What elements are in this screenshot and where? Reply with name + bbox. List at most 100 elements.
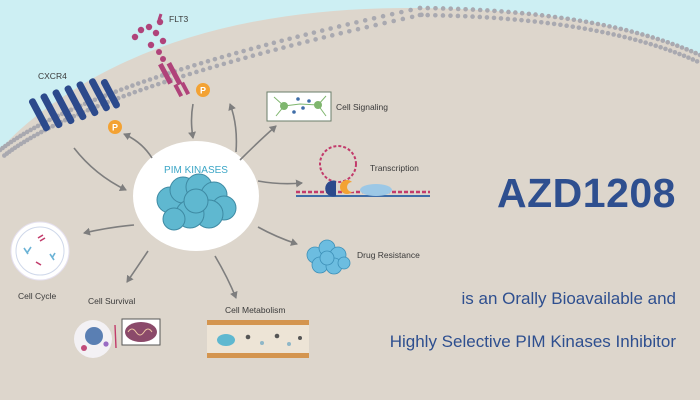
membrane-bead <box>519 10 525 16</box>
phospho-cxcr4-icon: P <box>108 120 122 134</box>
membrane-bead <box>564 23 569 29</box>
membrane-bead <box>658 44 663 50</box>
membrane-bead <box>640 32 645 37</box>
membrane-bead <box>382 20 387 26</box>
membrane-bead <box>248 46 254 52</box>
cell-metabolism-icon <box>207 320 309 358</box>
membrane-bead <box>533 12 538 17</box>
membrane-bead <box>250 53 256 59</box>
membrane-bead <box>113 89 119 94</box>
pim-kinases-node: PIM KINASES <box>133 141 259 251</box>
membrane-bead <box>256 44 261 50</box>
membrane-bead <box>303 32 309 37</box>
membrane-bead <box>336 24 342 29</box>
membrane-bead <box>616 33 622 39</box>
membrane-bead <box>667 48 673 53</box>
membrane-bead <box>281 45 286 50</box>
membrane-bead <box>24 137 30 143</box>
membrane-bead <box>263 42 269 48</box>
membrane-bead <box>559 15 564 21</box>
membrane-bead <box>408 7 413 13</box>
membrane-bead <box>132 89 138 95</box>
membrane-bead <box>612 25 618 30</box>
membrane-bead <box>643 40 648 45</box>
arrow-to-drug-resistance <box>257 226 298 246</box>
svg-text:P: P <box>112 123 118 133</box>
membrane-bead <box>595 21 601 27</box>
membrane-bead <box>576 25 582 30</box>
membrane-bead <box>311 30 317 35</box>
membrane-bead <box>235 57 241 63</box>
membrane-bead <box>648 41 654 47</box>
membrane-bead <box>448 13 453 18</box>
extracellular-space <box>0 0 700 150</box>
membrane-bead <box>50 123 56 129</box>
cell-survival-icon <box>74 318 161 358</box>
membrane-bead <box>463 6 468 12</box>
svg-text:P: P <box>200 86 206 96</box>
membrane-bead <box>638 38 643 44</box>
membrane-bead <box>470 14 475 19</box>
membrane-bead <box>364 24 370 30</box>
membrane-bead <box>588 27 594 33</box>
membrane-bead <box>645 33 650 39</box>
membrane-bead <box>329 33 335 38</box>
membrane-bead <box>192 62 197 68</box>
membrane-bead <box>279 38 284 44</box>
membrane-bead <box>28 127 33 133</box>
membrane-bead <box>672 49 678 55</box>
membrane-bead <box>653 43 658 49</box>
membrane-bead <box>409 14 415 20</box>
membrane-bead <box>565 16 570 22</box>
flt3-label: FLT3 <box>169 14 188 24</box>
membrane-bead <box>273 47 278 52</box>
membrane-bead <box>354 20 359 25</box>
membrane-bead <box>35 131 40 137</box>
membrane-bead <box>347 28 352 34</box>
membrane-bead <box>417 5 423 11</box>
membrane-bead <box>181 73 186 79</box>
membrane-bead <box>321 35 327 40</box>
cell-survival-label: Cell Survival <box>88 296 135 306</box>
membrane-bead <box>697 52 700 58</box>
membrane-bead <box>135 81 141 86</box>
membrane-bead <box>287 36 292 42</box>
membrane-bead <box>178 67 184 72</box>
membrane-bead <box>198 60 204 66</box>
pim-kinases-label: PIM KINASES <box>164 165 228 176</box>
membrane-bead <box>455 13 461 19</box>
membrane-bead <box>85 107 91 113</box>
drug-subtitle-line-2: Highly Selective PIM Kinases Inhibitor <box>389 332 676 351</box>
cell-membrane <box>0 5 700 158</box>
membrane-bead <box>258 51 263 56</box>
membrane-bead <box>693 50 698 56</box>
membrane-bead <box>297 41 302 46</box>
membrane-bead <box>305 39 310 44</box>
membrane-bead <box>226 52 232 58</box>
membrane-bead <box>440 6 446 11</box>
membrane-bead <box>627 36 633 41</box>
membrane-bead <box>538 20 544 25</box>
membrane-bead <box>583 19 589 25</box>
membrane-bead <box>425 5 431 11</box>
membrane-bead <box>650 35 656 40</box>
membrane-bead <box>571 17 577 23</box>
membrane-bead <box>121 93 126 99</box>
membrane-bead <box>147 77 153 82</box>
membrane-bead <box>433 12 438 18</box>
arrow-cxcr4-to-pim <box>73 147 127 191</box>
membrane-bead <box>194 69 199 75</box>
membrane-bead <box>670 41 675 47</box>
membrane-bead <box>144 85 149 91</box>
membrane-bead <box>141 79 147 84</box>
cell-cycle-label: Cell Cycle <box>18 291 57 301</box>
membrane-bead <box>241 48 246 54</box>
membrane-bead <box>570 24 576 29</box>
membrane-bead <box>187 71 193 77</box>
membrane-bead <box>207 65 213 71</box>
membrane-bead <box>313 37 318 42</box>
membrane-bead <box>686 55 691 60</box>
membrane-bead <box>594 28 599 34</box>
pim-kinase-protein-icon <box>156 173 237 231</box>
